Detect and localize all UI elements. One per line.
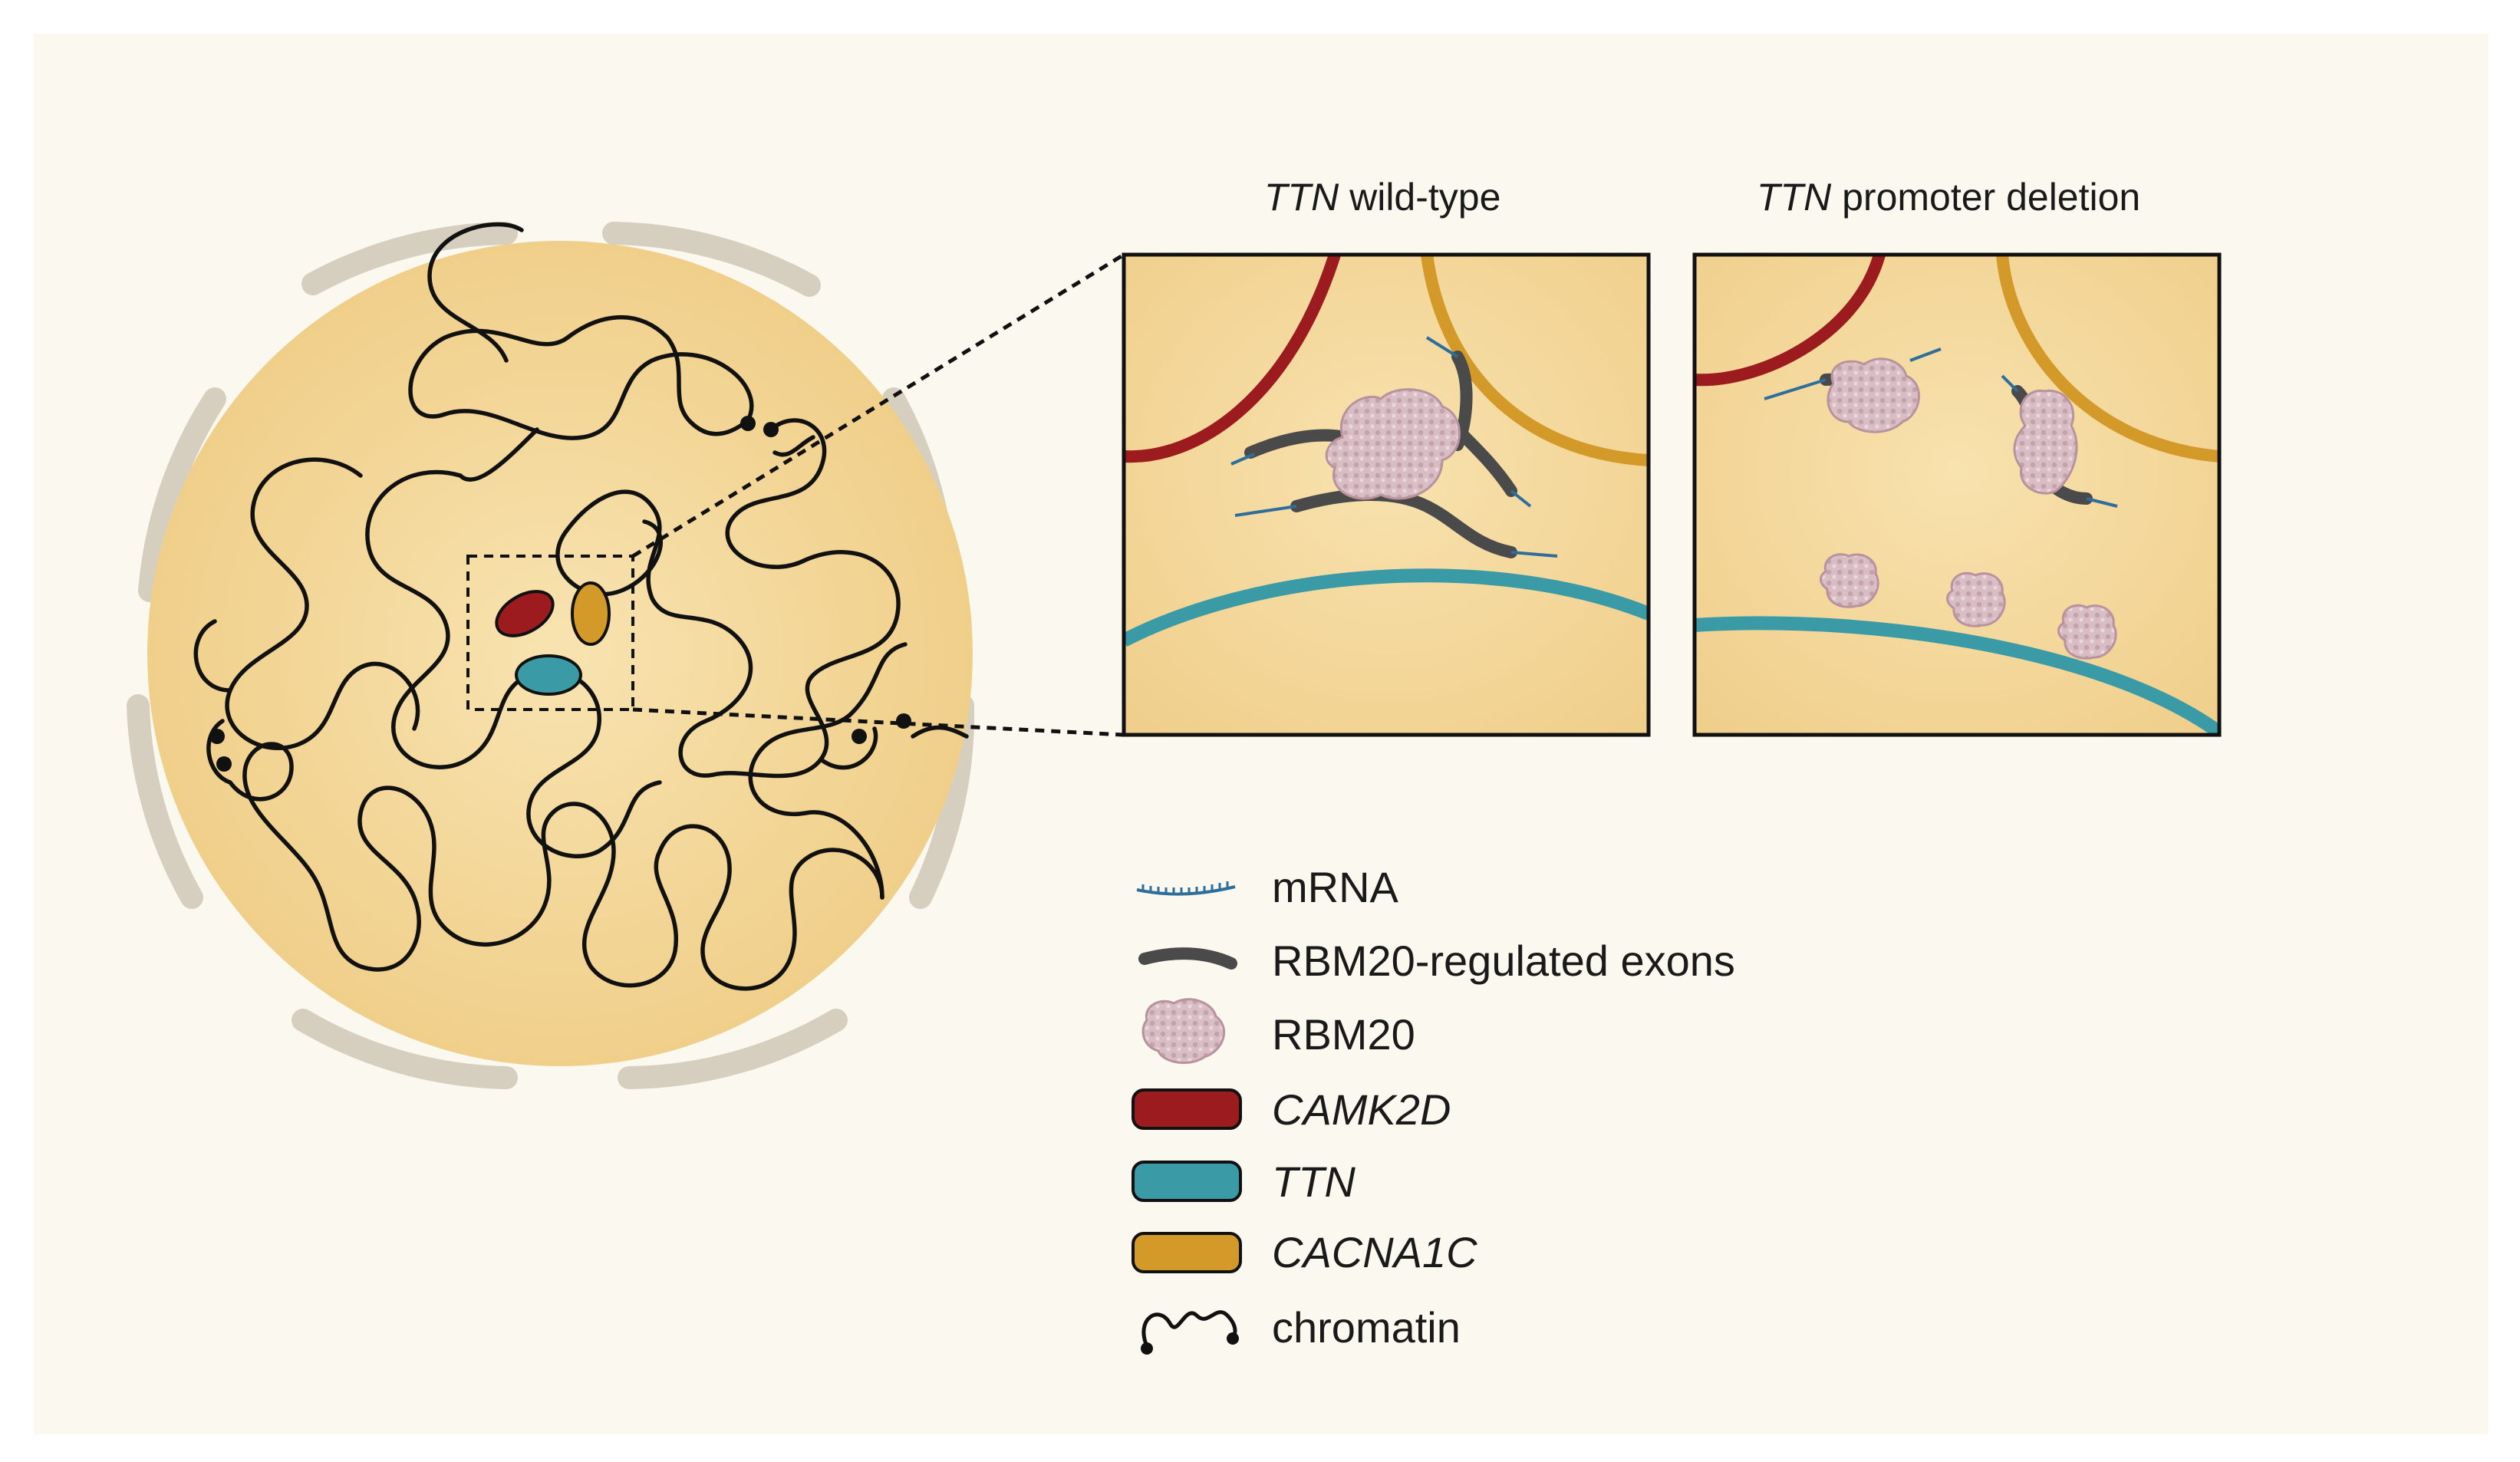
legend-icon-camk2d <box>1132 1088 1242 1130</box>
legend-label-ttn: TTN <box>1272 1157 1356 1206</box>
cacna1c-locus <box>571 581 611 646</box>
panel-title-gene: TTN <box>1757 176 1832 219</box>
panel-title-wild-type: TTN wild-type <box>1264 175 1500 219</box>
panel-title-gene: TTN <box>1264 176 1339 219</box>
legend-icon-exons <box>1138 947 1237 970</box>
legend-label-rbm20: RBM20 <box>1272 1010 1415 1059</box>
panel-promoter-deletion <box>1692 252 2222 737</box>
panel-title-suffix: promoter deletion <box>1842 176 2141 219</box>
legend-label-chromatin: chromatin <box>1272 1303 1461 1352</box>
legend-label-mrna: mRNA <box>1272 863 1398 911</box>
legend-label-camk2d: CAMK2D <box>1272 1085 1451 1134</box>
legend-label-cacna1c: CACNA1C <box>1272 1228 1477 1276</box>
panel-title-suffix: wild-type <box>1349 176 1501 219</box>
chromatin-ends <box>209 416 911 772</box>
legend-icon-chromatin <box>1141 1310 1239 1355</box>
panel-title-promoter-deletion: TTN promoter deletion <box>1757 175 2140 219</box>
camk2d-locus <box>495 590 555 637</box>
zoom-region <box>466 555 634 711</box>
panel-wild-type <box>1122 252 1651 737</box>
legend-icon-rbm20 <box>1141 998 1226 1064</box>
legend-label-exons: RBM20-regulated exons <box>1272 937 1735 985</box>
legend-icon-cacna1c <box>1132 1232 1242 1273</box>
zoom-line-bottom <box>632 707 1125 737</box>
legend-icon-ttn <box>1132 1161 1242 1202</box>
nucleus <box>147 241 973 1066</box>
legend-icon-mrna <box>1136 881 1236 896</box>
ttn-locus <box>515 654 582 696</box>
